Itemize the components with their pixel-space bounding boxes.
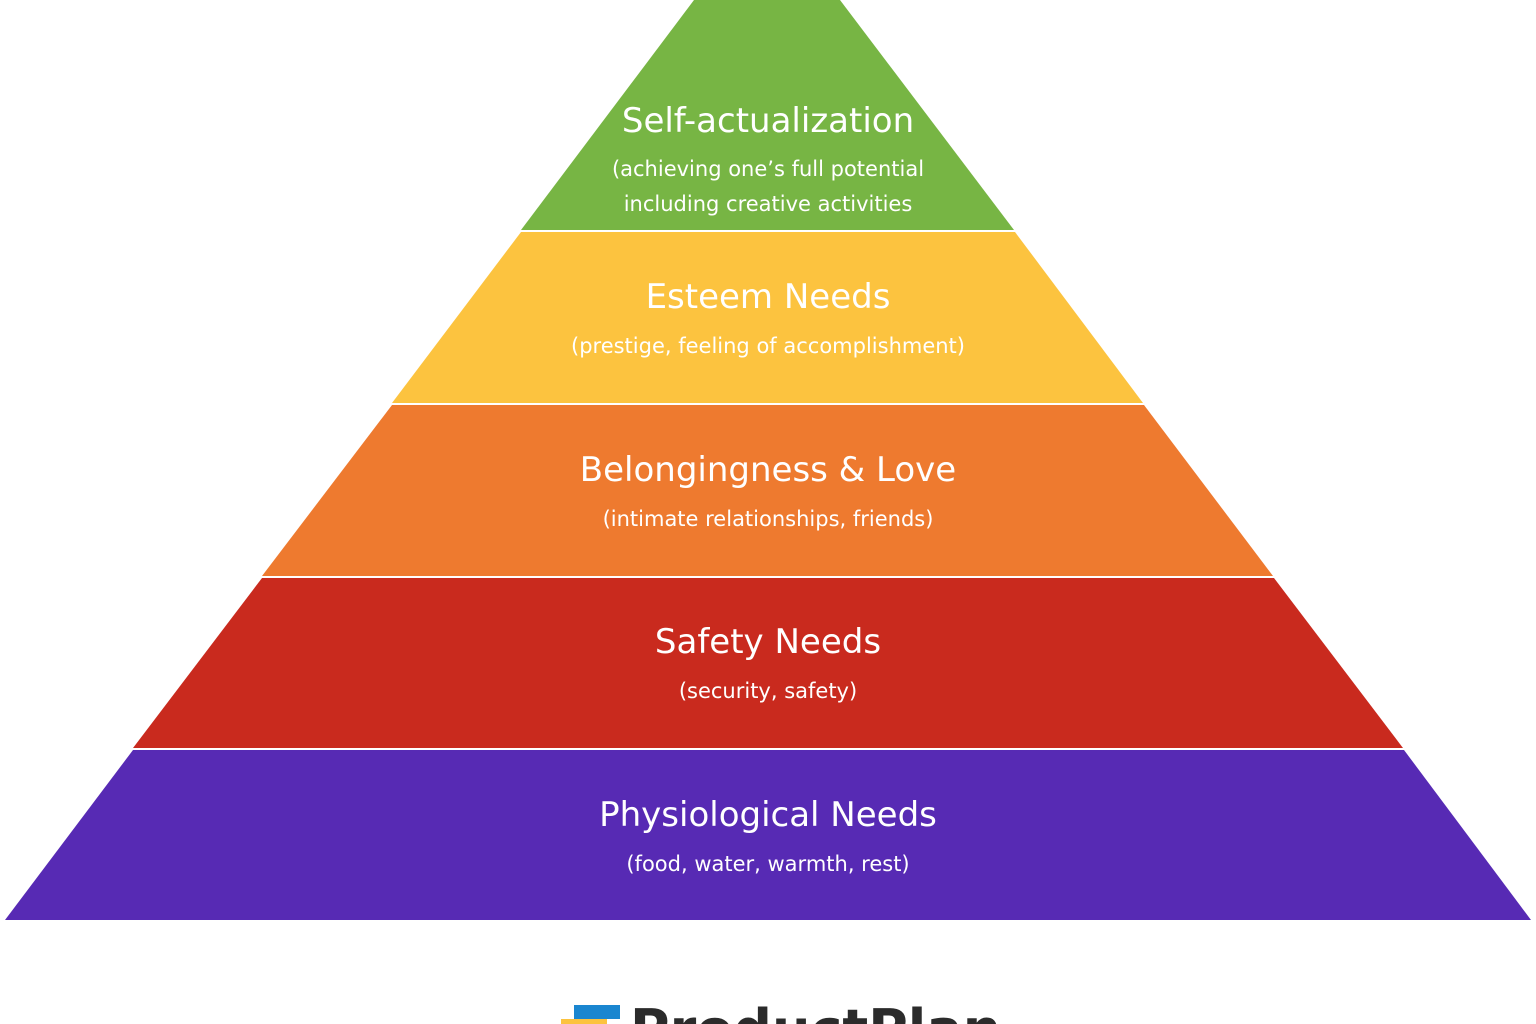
logo-icon-yellow-bar <box>561 1019 607 1024</box>
tier-subtitle-self-actualization-line-2: including creative activities <box>624 192 913 216</box>
productplan-logo-icon <box>561 1005 620 1024</box>
tier-shape-esteem <box>392 232 1143 403</box>
tier-title-esteem: Esteem Needs <box>646 277 891 317</box>
tier-title-physiological: Physiological Needs <box>599 795 937 835</box>
tier-shape-self-actualization <box>521 0 1014 230</box>
tier-shape-physiological <box>5 750 1531 920</box>
logo-icon-blue-bar <box>574 1005 620 1019</box>
tier-title-safety: Safety Needs <box>655 622 881 662</box>
tier-title-belongingness: Belongingness & Love <box>580 450 956 490</box>
productplan-logo-text: ProductPlan <box>630 998 1001 1024</box>
tier-safety: Safety Needs (security, safety) <box>133 578 1403 748</box>
tier-subtitle-safety: (security, safety) <box>679 679 857 703</box>
tier-subtitle-belongingness: (intimate relationships, friends) <box>603 507 934 531</box>
tier-subtitle-esteem: (prestige, feeling of accomplishment) <box>571 334 965 358</box>
productplan-logo: ProductPlan <box>561 998 1001 1024</box>
tier-self-actualization: Self-actualization (achieving one’s full… <box>521 0 1014 230</box>
tier-shape-belongingness <box>262 405 1273 576</box>
tier-shape-safety <box>133 578 1403 748</box>
tier-title-self-actualization: Self-actualization <box>622 101 914 141</box>
tier-belongingness: Belongingness & Love (intimate relations… <box>262 405 1273 576</box>
tier-physiological: Physiological Needs (food, water, warmth… <box>5 750 1531 920</box>
tier-subtitle-self-actualization-line-1: (achieving one’s full potential <box>612 157 924 181</box>
tier-subtitle-physiological: (food, water, warmth, rest) <box>626 852 909 876</box>
tier-esteem: Esteem Needs (prestige, feeling of accom… <box>392 232 1143 403</box>
